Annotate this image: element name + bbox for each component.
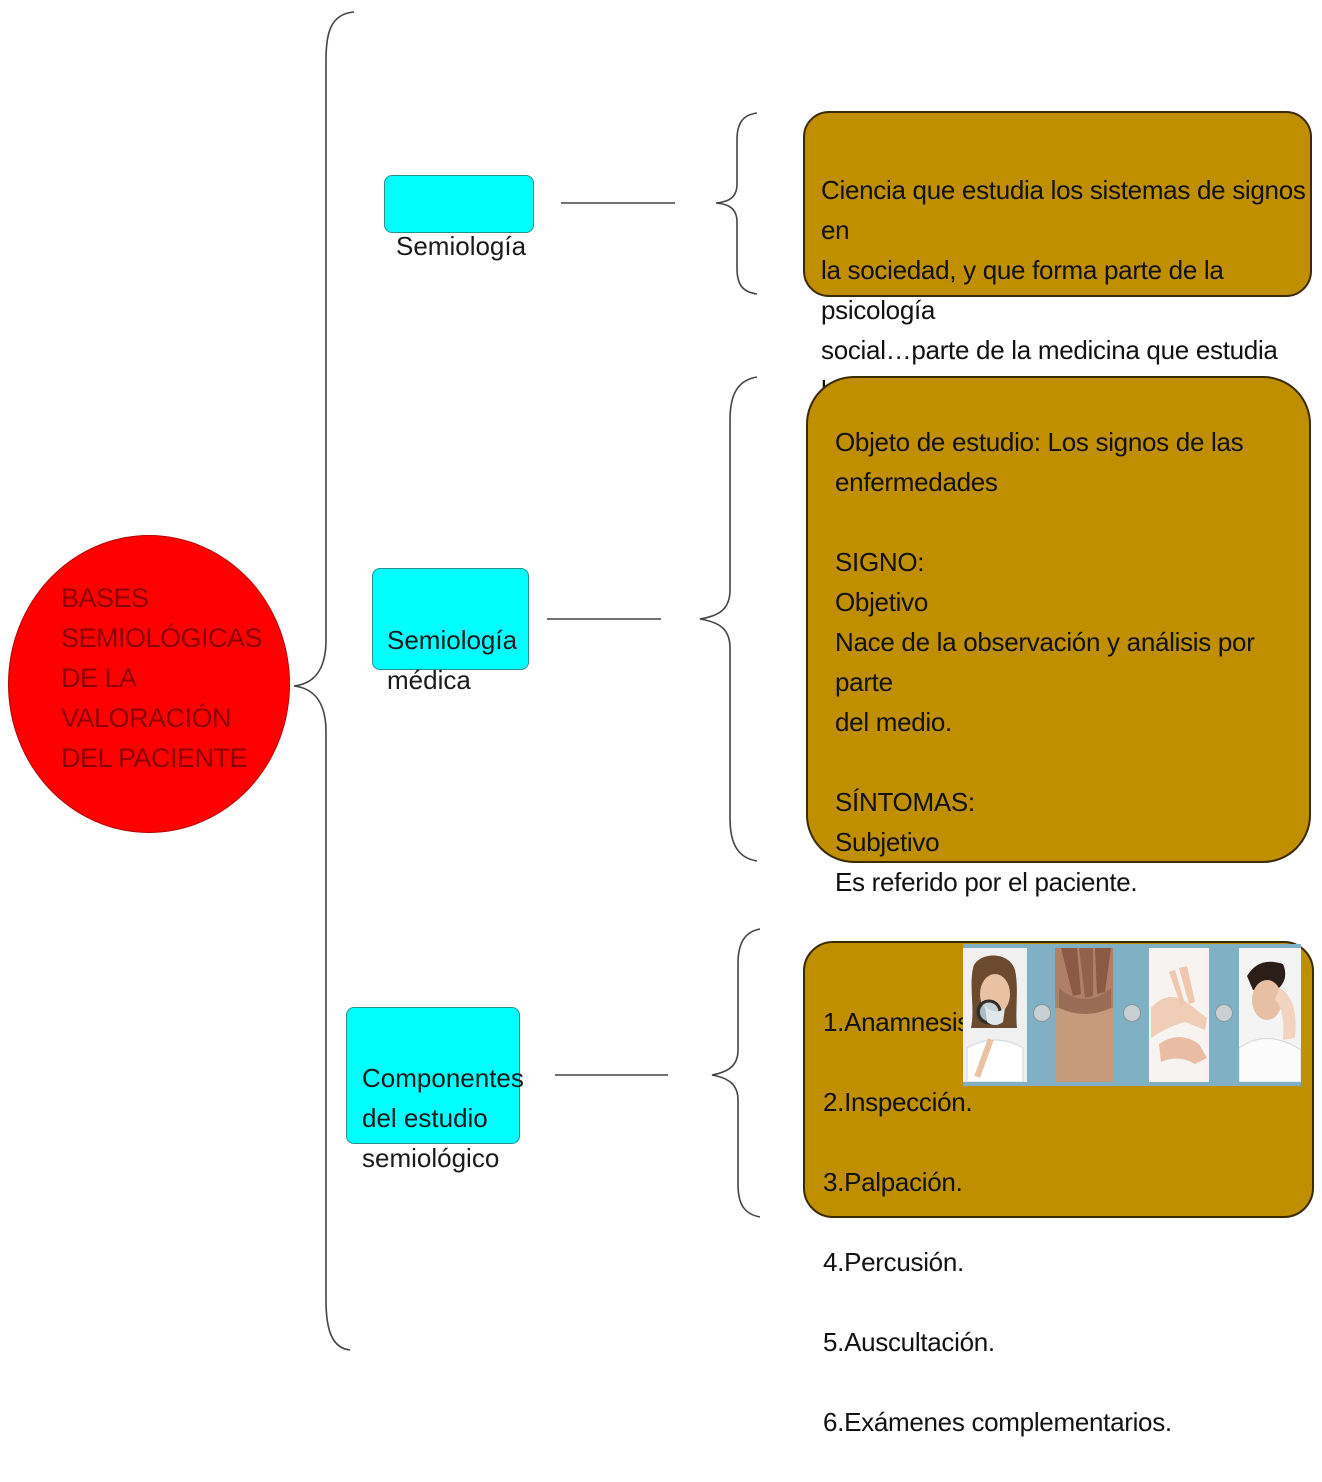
brace-componentes xyxy=(711,928,761,1218)
separator-dot xyxy=(1123,1004,1141,1022)
list-item: 1.Anamnesis. xyxy=(823,1007,977,1037)
list-item: 2.Inspección. xyxy=(823,1087,973,1117)
separator-dot xyxy=(1215,1004,1233,1022)
branch-label-componentes: Componentes del estudio semiológico xyxy=(362,1063,524,1173)
branch-node-semiologia: Semiología xyxy=(384,175,534,261)
branch-label-semiologia-medica: Semiología médica xyxy=(387,625,518,695)
list-item: 5.Auscultación. xyxy=(823,1327,995,1357)
detail-text-semiologia-medica: Objeto de estudio: Los signos de las enf… xyxy=(835,427,1255,897)
list-item: 4.Percusión. xyxy=(823,1247,964,1277)
list-item: 6.Exámenes complementarios. xyxy=(823,1407,1172,1437)
brace-semiologia-medica xyxy=(699,376,758,862)
detail-box-semiologia-medica: Objeto de estudio: Los signos de las enf… xyxy=(806,376,1311,897)
main-brace xyxy=(293,11,355,1351)
branch-label-semiologia: Semiología xyxy=(396,231,527,261)
exam-photo-strip xyxy=(963,944,1301,1086)
separator-dot xyxy=(1033,1004,1051,1022)
connector-layer xyxy=(293,11,761,1351)
root-node: BASES SEMIOLÓGICAS DE LA VALORACIÓN DEL … xyxy=(8,535,290,833)
branch-node-semiologia-medica: Semiología médica xyxy=(372,568,529,695)
auscultation-photo xyxy=(1239,948,1301,1082)
doctor-photo xyxy=(963,948,1027,1082)
inspection-photo xyxy=(1055,948,1113,1082)
list-item: 3.Palpación. xyxy=(823,1167,963,1197)
brace-semiologia xyxy=(715,112,758,295)
detail-box-semiologia: Ciencia que estudia los sistemas de sign… xyxy=(803,111,1312,445)
root-title: BASES SEMIOLÓGICAS DE LA VALORACIÓN DEL … xyxy=(61,583,263,773)
branch-node-componentes: Componentes del estudio semiológico xyxy=(346,1007,524,1173)
palpation-photo xyxy=(1149,948,1209,1082)
